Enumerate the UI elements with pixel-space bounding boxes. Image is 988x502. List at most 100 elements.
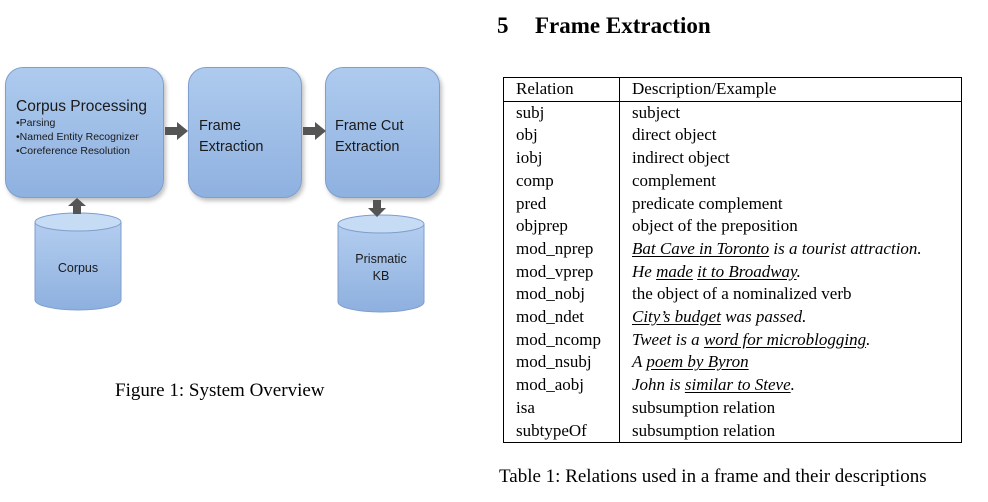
description-cell: A poem by Byron	[620, 351, 962, 374]
relation-cell: comp	[503, 169, 620, 193]
relation-cell: mod_nsubj	[503, 351, 620, 375]
frame-extraction-box: Frame Extraction	[188, 67, 302, 198]
prismatic-label-line1: Prismatic	[355, 252, 407, 266]
description-segment: John is	[632, 375, 685, 395]
table-row: mod_nobj the object of a nominalized verb	[503, 283, 962, 307]
relation-cell: isa	[503, 396, 620, 420]
description-segment: complement	[632, 170, 717, 190]
corpus-cylinder-shape	[34, 212, 122, 311]
description-segment: word for microblogging	[703, 329, 867, 349]
bullet-named-entity-recognizer: •Named Entity Recognizer	[16, 131, 139, 143]
description-segment: subsumption relation	[632, 420, 776, 440]
relation-cell: mod_aobj	[503, 374, 620, 397]
prismatic-kb-database-cylinder: Prismatic KB	[337, 214, 425, 314]
description-segment: similar to Steve	[684, 375, 791, 395]
frame-cut-extraction-box: Frame Cut Extraction	[325, 67, 440, 198]
table-body: subj subject obj direct object iobj indirect …	[503, 101, 962, 443]
figure-caption: Figure 1: System Overview	[115, 380, 325, 401]
description-segment: City’s budget	[632, 307, 721, 327]
description-segment: subsumption relation	[632, 397, 776, 417]
prismatic-label-line2: KB	[372, 269, 390, 283]
description-segment: Tweet is a	[632, 329, 704, 349]
relation-cell: subtypeOf	[503, 419, 620, 443]
description-cell: direct object	[620, 124, 962, 147]
description-segment: made	[656, 261, 693, 281]
description-segment: the object of a nominalized verb	[632, 284, 852, 304]
table-row: iobj indirect object	[503, 147, 962, 170]
description-cell: subsumption relation	[620, 397, 962, 420]
section-heading: 5 Frame Extraction	[497, 13, 711, 39]
relation-cell: obj	[503, 124, 620, 148]
description-segment: indirect object	[632, 148, 730, 168]
description-segment: was passed.	[720, 307, 807, 327]
relation-cell: pred	[503, 192, 620, 216]
description-segment: is a tourist attraction.	[769, 238, 922, 258]
description-segment: it to Broadway	[697, 261, 797, 281]
description-cell: subject	[620, 101, 962, 124]
description-segment: .	[796, 261, 801, 281]
description-segment: predicate complement	[632, 193, 783, 213]
frame-cut-extraction-line1: Frame Cut	[335, 118, 404, 134]
arrow-up-icon	[68, 198, 86, 214]
corpus-processing-title: Corpus Processing	[16, 98, 147, 115]
corpus-database-cylinder: Corpus	[34, 212, 122, 312]
description-cell: Tweet is a word for microblogging.	[620, 329, 962, 352]
table-row: comp complement	[503, 169, 962, 193]
relation-cell: objprep	[503, 215, 620, 238]
description-segment: poem by Byron	[646, 352, 749, 372]
frame-cut-extraction-line2: Extraction	[335, 139, 400, 155]
section-title: Frame Extraction	[535, 13, 711, 38]
description-cell: subsumption relation	[620, 420, 962, 443]
table-row: isa subsumption relation	[503, 396, 962, 420]
prismatic-cylinder-shape	[337, 214, 425, 313]
relation-cell: mod_ndet	[503, 306, 620, 329]
description-segment: object of the preposition	[632, 216, 798, 236]
description-cell: the object of a nominalized verb	[620, 283, 962, 306]
description-cell: predicate complement	[620, 193, 962, 216]
description-cell: He made it to Broadway.	[620, 261, 962, 284]
description-cell: John is similar to Steve.	[620, 374, 962, 397]
relation-cell: subj	[503, 101, 620, 125]
arrow-down-icon	[368, 200, 386, 217]
section-number: 5	[497, 13, 509, 38]
table-row: pred predicate complement	[503, 192, 962, 216]
description-segment: A	[632, 352, 647, 372]
description-segment: .	[790, 375, 795, 395]
description-cell: City’s budget was passed.	[620, 306, 962, 329]
description-segment: He	[632, 261, 657, 281]
description-segment: direct object	[632, 125, 717, 145]
arrow-right-icon	[303, 122, 326, 140]
relations-table: Relation Description/Example subj subject…	[503, 77, 962, 444]
table-caption: Table 1: Relations used in a frame and t…	[499, 466, 927, 487]
table-header-row: Relation Description/Example	[503, 77, 962, 102]
header-relation: Relation	[503, 77, 620, 102]
bullet-parsing: •Parsing	[16, 117, 56, 129]
relation-cell: mod_ncomp	[503, 328, 620, 352]
description-cell: indirect object	[620, 147, 962, 170]
relation-cell: mod_nprep	[503, 237, 620, 261]
corpus-label: Corpus	[57, 261, 99, 275]
description-cell: object of the preposition	[620, 215, 962, 238]
table-row: obj direct object	[503, 124, 962, 148]
frame-extraction-line1: Frame	[199, 118, 241, 134]
relation-cell: iobj	[503, 147, 620, 170]
description-segment: .	[866, 329, 871, 349]
header-description: Description/Example	[619, 77, 962, 102]
description-segment: Bat Cave in Toronto	[632, 238, 770, 258]
relation-cell: mod_nobj	[503, 283, 620, 307]
table-row: objprep object of the preposition	[503, 215, 962, 238]
frame-extraction-line2: Extraction	[199, 139, 264, 155]
relation-cell: mod_vprep	[503, 260, 620, 284]
table-row: subj subject	[503, 101, 962, 125]
corpus-processing-box: Corpus Processing •Parsing •Named Entity…	[5, 67, 164, 198]
bullet-coreference-resolution: •Coreference Resolution	[16, 145, 130, 157]
description-cell: Bat Cave in Toronto is a tourist attract…	[620, 238, 962, 261]
description-segment: subject	[632, 102, 681, 122]
table-row: subtypeOf subsumption relation	[503, 419, 962, 443]
